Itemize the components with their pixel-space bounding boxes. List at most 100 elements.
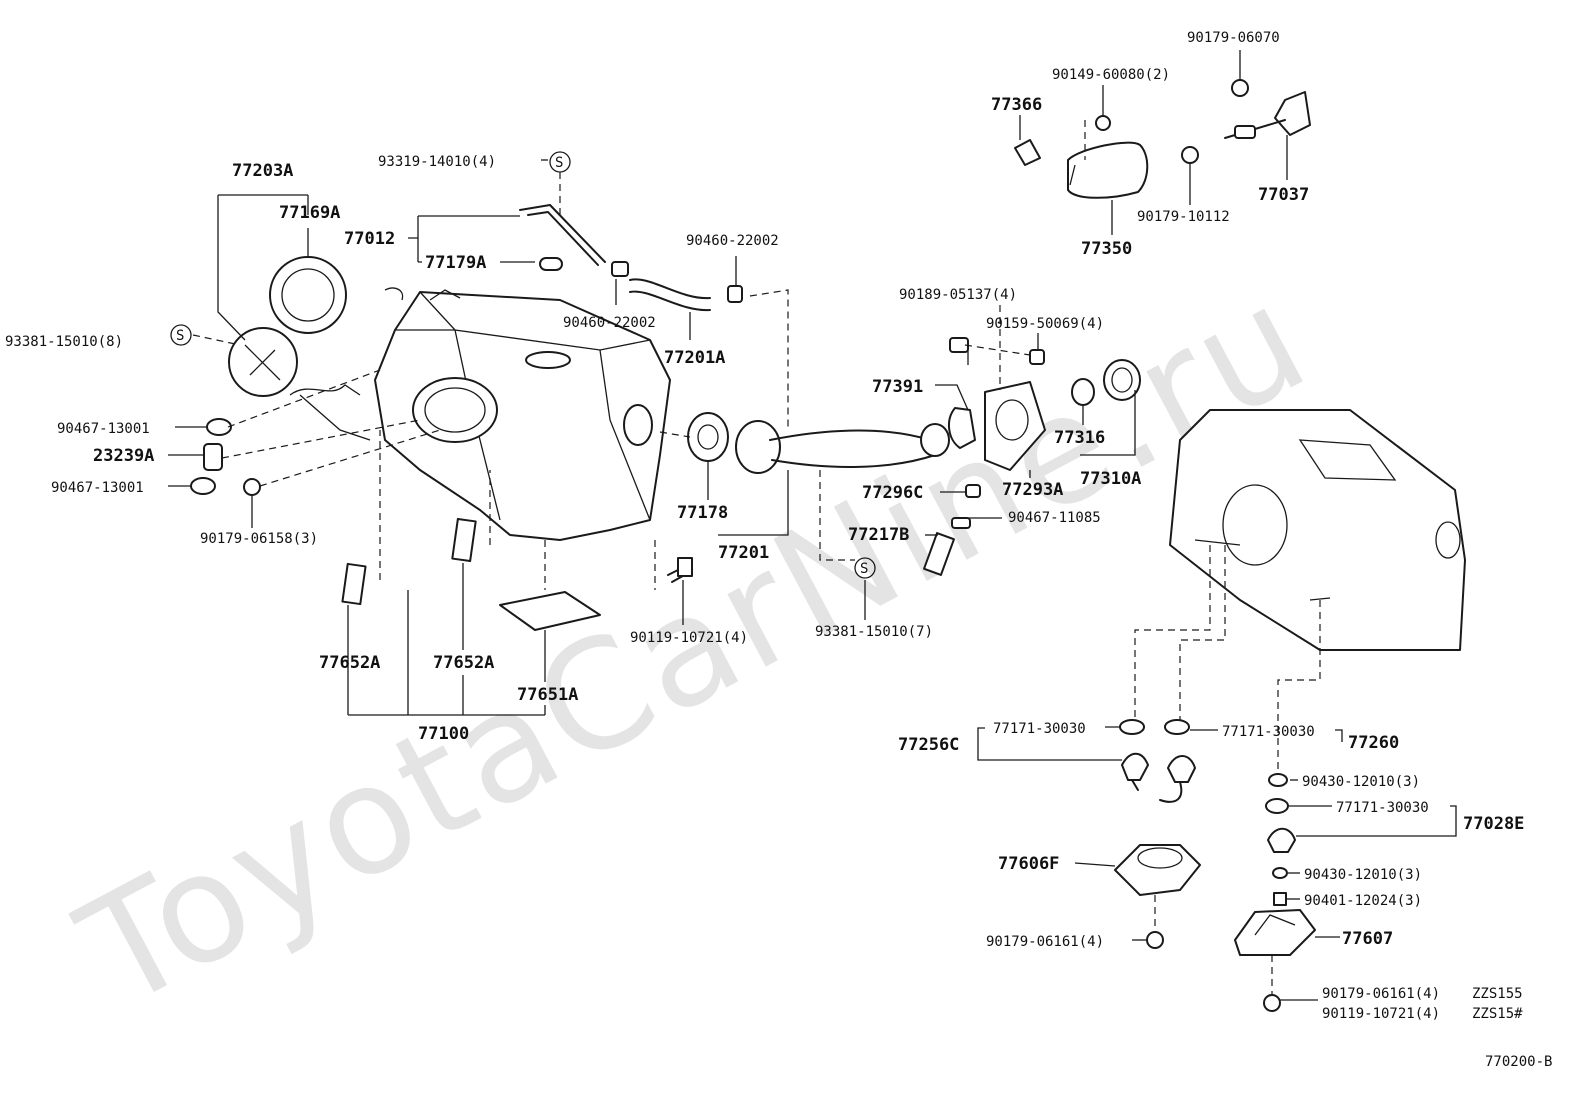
filler-pipe-77201 — [735, 420, 950, 474]
vent-tube — [519, 204, 606, 271]
bolt-90401 — [1273, 892, 1287, 906]
valve-77256C — [1121, 752, 1149, 781]
label-90467-11085: 90467-11085 — [1008, 510, 1101, 526]
leader-lines — [168, 50, 1457, 1001]
label-77037: 77037 — [1258, 185, 1309, 205]
cushion-77171-b — [1164, 719, 1190, 735]
gasket-77316 — [1071, 378, 1095, 406]
s-mark-2: S — [170, 324, 192, 346]
nut-90179-06158 — [243, 478, 261, 496]
label-90189: 90189-05137(4) — [899, 287, 1017, 303]
lid-hinge-77366 — [1014, 139, 1041, 166]
clamp-90467-b — [190, 477, 216, 495]
label-23239A: 23239A — [93, 446, 154, 466]
label-77652A-2: 77652A — [433, 653, 494, 673]
gasket-77178 — [687, 412, 729, 462]
label-77607: 77607 — [1342, 929, 1393, 949]
label-77100: 77100 — [418, 724, 469, 744]
hose-77201A — [611, 261, 743, 312]
tank-mount-reference — [1169, 409, 1466, 651]
label-77366: 77366 — [991, 95, 1042, 115]
label-90430-b: 90430-12010(3) — [1304, 867, 1422, 883]
pad-77651A — [499, 591, 601, 631]
washer-90430-b — [1272, 867, 1288, 879]
label-90119-b: 90119-10721(4) — [1322, 1006, 1440, 1022]
cushion-77171-a — [1119, 719, 1145, 735]
label-77256C: 77256C — [898, 735, 959, 755]
nut-90179-06161-a — [1146, 931, 1164, 949]
protector-77652A-1 — [341, 562, 367, 606]
svg-text:S: S — [860, 561, 868, 577]
label-90460-b: 90460-22002 — [563, 315, 656, 331]
nut-90179-06070 — [1231, 79, 1249, 97]
hose-23239A — [203, 443, 223, 471]
label-90467-a: 90467-13001 — [57, 421, 150, 437]
label-77260: 77260 — [1348, 733, 1399, 753]
label-77217B: 77217B — [848, 525, 909, 545]
label-77179A: 77179A — [425, 253, 486, 273]
clamp-90467-11085 — [951, 517, 971, 529]
label-77169A: 77169A — [279, 203, 340, 223]
label-77012: 77012 — [344, 229, 395, 249]
label-77350: 77350 — [1081, 239, 1132, 259]
label-77201A: 77201A — [664, 348, 725, 368]
s-mark-3: S — [854, 557, 876, 579]
part-77296C — [965, 484, 981, 498]
clamp-90467-a — [206, 418, 232, 436]
svg-text:S: S — [176, 328, 184, 344]
bracket-77607 — [1234, 909, 1316, 956]
label-90467-b: 90467-13001 — [51, 480, 144, 496]
label-77028E: 77028E — [1463, 814, 1524, 834]
label-90401: 90401-12024(3) — [1304, 893, 1422, 909]
label-90149: 90149-60080(2) — [1052, 67, 1170, 83]
fuel-cap-77310A — [1103, 359, 1141, 401]
label-77651A: 77651A — [517, 685, 578, 705]
part-labels: 77203A 77169A 93319-14010(4) 77012 77179… — [5, 30, 1552, 1070]
gasket-77169A — [269, 256, 347, 334]
fuel-tank-assembly — [374, 287, 671, 541]
label-90179-06070: 90179-06070 — [1187, 30, 1280, 46]
label-90159: 90159-50069(4) — [986, 316, 1104, 332]
label-cond-2: ZZS15# — [1472, 1006, 1523, 1022]
bolt-90149 — [1095, 115, 1111, 131]
label-90179-06158: 90179-06158(3) — [200, 531, 318, 547]
label-90119: 90119-10721(4) — [630, 630, 748, 646]
label-90179-10112: 90179-10112 — [1137, 209, 1230, 225]
bracket-77606F — [1114, 844, 1201, 896]
label-77293A: 77293A — [1002, 480, 1063, 500]
label-90460-a: 90460-22002 — [686, 233, 779, 249]
label-93381-a: 93381-15010(8) — [5, 334, 123, 350]
label-77171-b: 77171-30030 — [1222, 724, 1315, 740]
fuel-lid-77350 — [1067, 141, 1149, 199]
label-77652A-1: 77652A — [319, 653, 380, 673]
hose-77217B — [923, 532, 955, 576]
label-77316: 77316 — [1054, 428, 1105, 448]
svg-text:S: S — [555, 155, 563, 171]
label-77171-c: 77171-30030 — [1336, 800, 1429, 816]
label-93319: 93319-14010(4) — [378, 154, 496, 170]
label-cond-1: ZZS155 — [1472, 986, 1523, 1002]
label-77296C: 77296C — [862, 483, 923, 503]
valve-77028E — [1267, 827, 1296, 853]
label-90179-06161-b: 90179-06161(4) — [1322, 986, 1440, 1002]
diagram-code: 770200-B — [1485, 1054, 1552, 1070]
label-77178: 77178 — [677, 503, 728, 523]
protector-77652A-2 — [451, 517, 477, 563]
nut-90179-10112 — [1181, 146, 1199, 164]
s-mark-1: S — [549, 151, 571, 173]
fuel-pump-gauge-set — [228, 327, 371, 441]
label-93381-b: 93381-15010(7) — [815, 624, 933, 640]
valve-77260 — [1167, 755, 1196, 783]
label-77201: 77201 — [718, 543, 769, 563]
bolt-90119 — [667, 557, 693, 583]
label-77171-a: 77171-30030 — [993, 721, 1086, 737]
label-90430-a: 90430-12010(3) — [1302, 774, 1420, 790]
label-77606F: 77606F — [998, 854, 1059, 874]
label-77391: 77391 — [872, 377, 923, 397]
lock-77037 — [1224, 91, 1311, 139]
label-90179-06161-a: 90179-06161(4) — [986, 934, 1104, 950]
filler-neck — [948, 337, 1046, 471]
label-77310A: 77310A — [1080, 469, 1141, 489]
